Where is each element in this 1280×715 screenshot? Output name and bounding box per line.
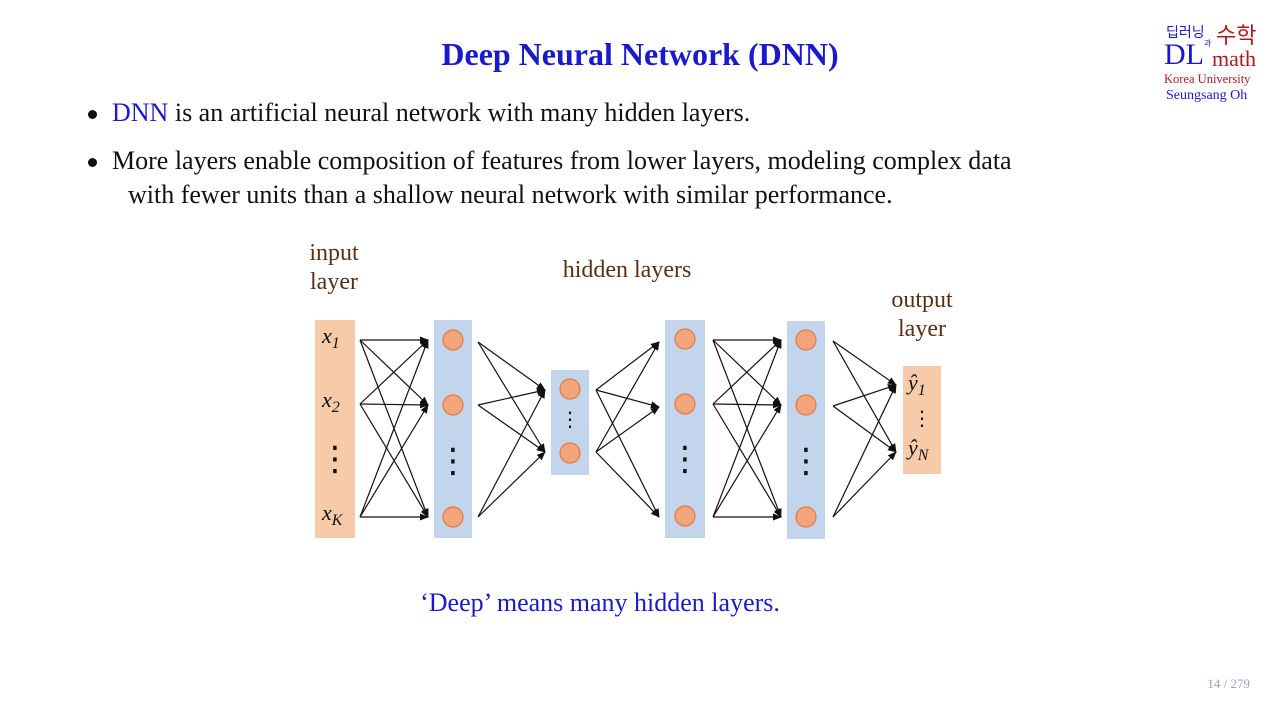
neuron	[674, 328, 696, 350]
arrow	[595, 341, 660, 391]
bullet-dnn-definition: DNN is an artificial neural network with…	[88, 96, 1168, 130]
hidden-layer-1-bar	[434, 320, 472, 538]
logo-korean-deep-learning: 딥러닝	[1166, 25, 1205, 41]
highlight-dnn: DNN	[112, 98, 169, 127]
output-y1-hat: ŷ1	[906, 370, 926, 399]
logo-dl: DL	[1164, 38, 1204, 71]
neuron	[442, 329, 464, 351]
arrow	[359, 339, 429, 518]
logo-author: Seungsang Oh	[1166, 88, 1248, 103]
logo-korean-and: 과	[1204, 39, 1212, 48]
arrow	[477, 388, 546, 406]
hidden-3-ellipsis: ⋮	[668, 439, 702, 479]
hidden-1-ellipsis: ⋮	[436, 441, 470, 481]
neuron	[674, 393, 696, 415]
arrow	[832, 384, 897, 407]
arrow	[595, 341, 660, 453]
arrow	[359, 404, 429, 518]
neuron	[674, 505, 696, 527]
bullet-text: is an artificial neural network with man…	[168, 98, 751, 127]
hidden-4-ellipsis: ⋮	[789, 441, 823, 481]
arrow	[832, 340, 897, 386]
input-ellipsis: ⋮	[318, 439, 352, 479]
neuron	[442, 506, 464, 528]
arrow	[477, 404, 546, 453]
arrow	[595, 389, 660, 518]
neuron	[795, 506, 817, 528]
neuron	[442, 394, 464, 416]
input-layer-bar	[315, 320, 355, 538]
neuron	[795, 329, 817, 351]
input-layer-label-line-2: layer	[310, 269, 358, 295]
output-layer-label-line-1: output	[891, 287, 953, 313]
output-ellipsis: ⋮	[912, 406, 932, 430]
arrow	[595, 389, 660, 409]
input-x2: x2	[321, 387, 340, 416]
neuron	[559, 378, 581, 400]
hidden-2-ellipsis: ⋮	[560, 407, 580, 431]
output-layer-label-line-2: layer	[898, 316, 946, 342]
arrow	[832, 451, 897, 518]
hidden-layer-3-bar	[665, 320, 705, 538]
arrow	[712, 339, 782, 518]
logo-korean-math: 수학	[1216, 24, 1257, 49]
arrow	[832, 340, 897, 453]
arrow	[359, 339, 429, 405]
hidden-layer-4-bar	[787, 321, 825, 539]
logo-university: Korea University	[1164, 72, 1251, 86]
arrow	[595, 451, 660, 518]
hidden-layers-label: hidden layers	[563, 257, 692, 283]
arrow	[712, 401, 782, 409]
slide-caption: ‘Deep’ means many hidden layers.	[420, 588, 780, 617]
dlmath-logo: 딥러닝 수학 DL 과 math Korea University Seungs…	[1160, 16, 1264, 108]
input-xk: xK	[321, 500, 344, 529]
bullet-dot	[88, 110, 97, 119]
arrow	[712, 404, 782, 518]
arrow	[832, 384, 897, 518]
arrow	[595, 406, 660, 453]
neuron	[795, 394, 817, 416]
bullet-more-layers: More layers enable composition of featur…	[88, 144, 1168, 212]
arrow	[477, 451, 546, 518]
bullet-text-line-1: More layers enable composition of featur…	[112, 146, 1012, 175]
bullet-text-line-2: with fewer units than a shallow neural n…	[128, 180, 893, 209]
slide-title: Deep Neural Network (DNN)	[441, 36, 839, 72]
arrow	[477, 389, 546, 518]
arrow	[477, 341, 546, 391]
neuron	[559, 442, 581, 464]
arrow	[359, 401, 429, 409]
output-layer-bar	[903, 366, 941, 474]
input-x1: x1	[321, 323, 340, 352]
output-yn-hat: ŷN	[906, 435, 930, 464]
input-layer-label-line-1: input	[309, 240, 359, 266]
bullet-dot	[88, 158, 97, 167]
arrow	[712, 339, 782, 405]
logo-math: math	[1212, 46, 1256, 71]
connection-arrows	[359, 336, 897, 521]
page-number: 14 / 279	[1207, 676, 1250, 691]
bullet-list: DNN is an artificial neural network with…	[88, 96, 1168, 212]
arrow	[832, 405, 897, 453]
